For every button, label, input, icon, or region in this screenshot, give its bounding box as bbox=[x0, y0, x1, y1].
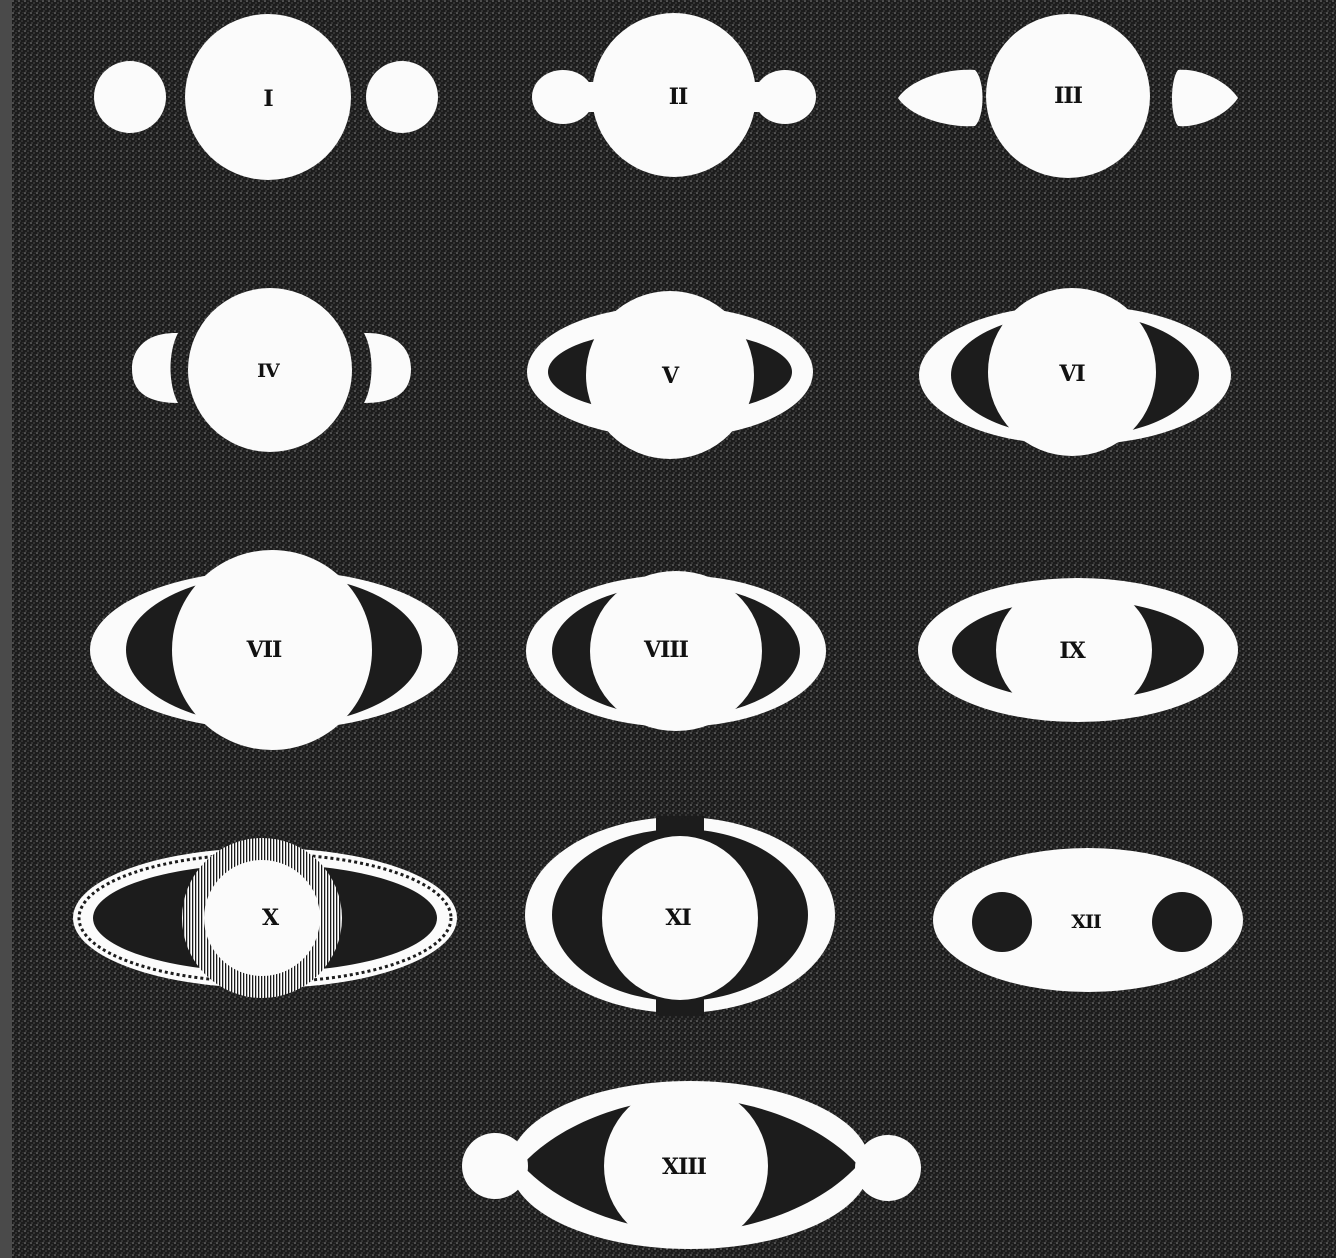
numeral-label: III bbox=[1054, 83, 1083, 109]
numeral-label: XIII bbox=[662, 1154, 707, 1180]
numeral-label: I bbox=[263, 86, 273, 112]
numeral-label: IV bbox=[257, 360, 281, 382]
numeral-label: X bbox=[262, 905, 280, 931]
numeral-label: XI bbox=[665, 905, 691, 931]
numeral-label: IX bbox=[1059, 638, 1086, 664]
numeral-label: V bbox=[661, 363, 680, 389]
numeral-label: VI bbox=[1058, 361, 1085, 387]
left-border bbox=[0, 0, 12, 1258]
numeral-label: II bbox=[669, 84, 688, 110]
numeral-label: VIII bbox=[643, 637, 689, 663]
numeral-label: VII bbox=[246, 637, 282, 663]
numeral-label: XII bbox=[1071, 911, 1102, 933]
